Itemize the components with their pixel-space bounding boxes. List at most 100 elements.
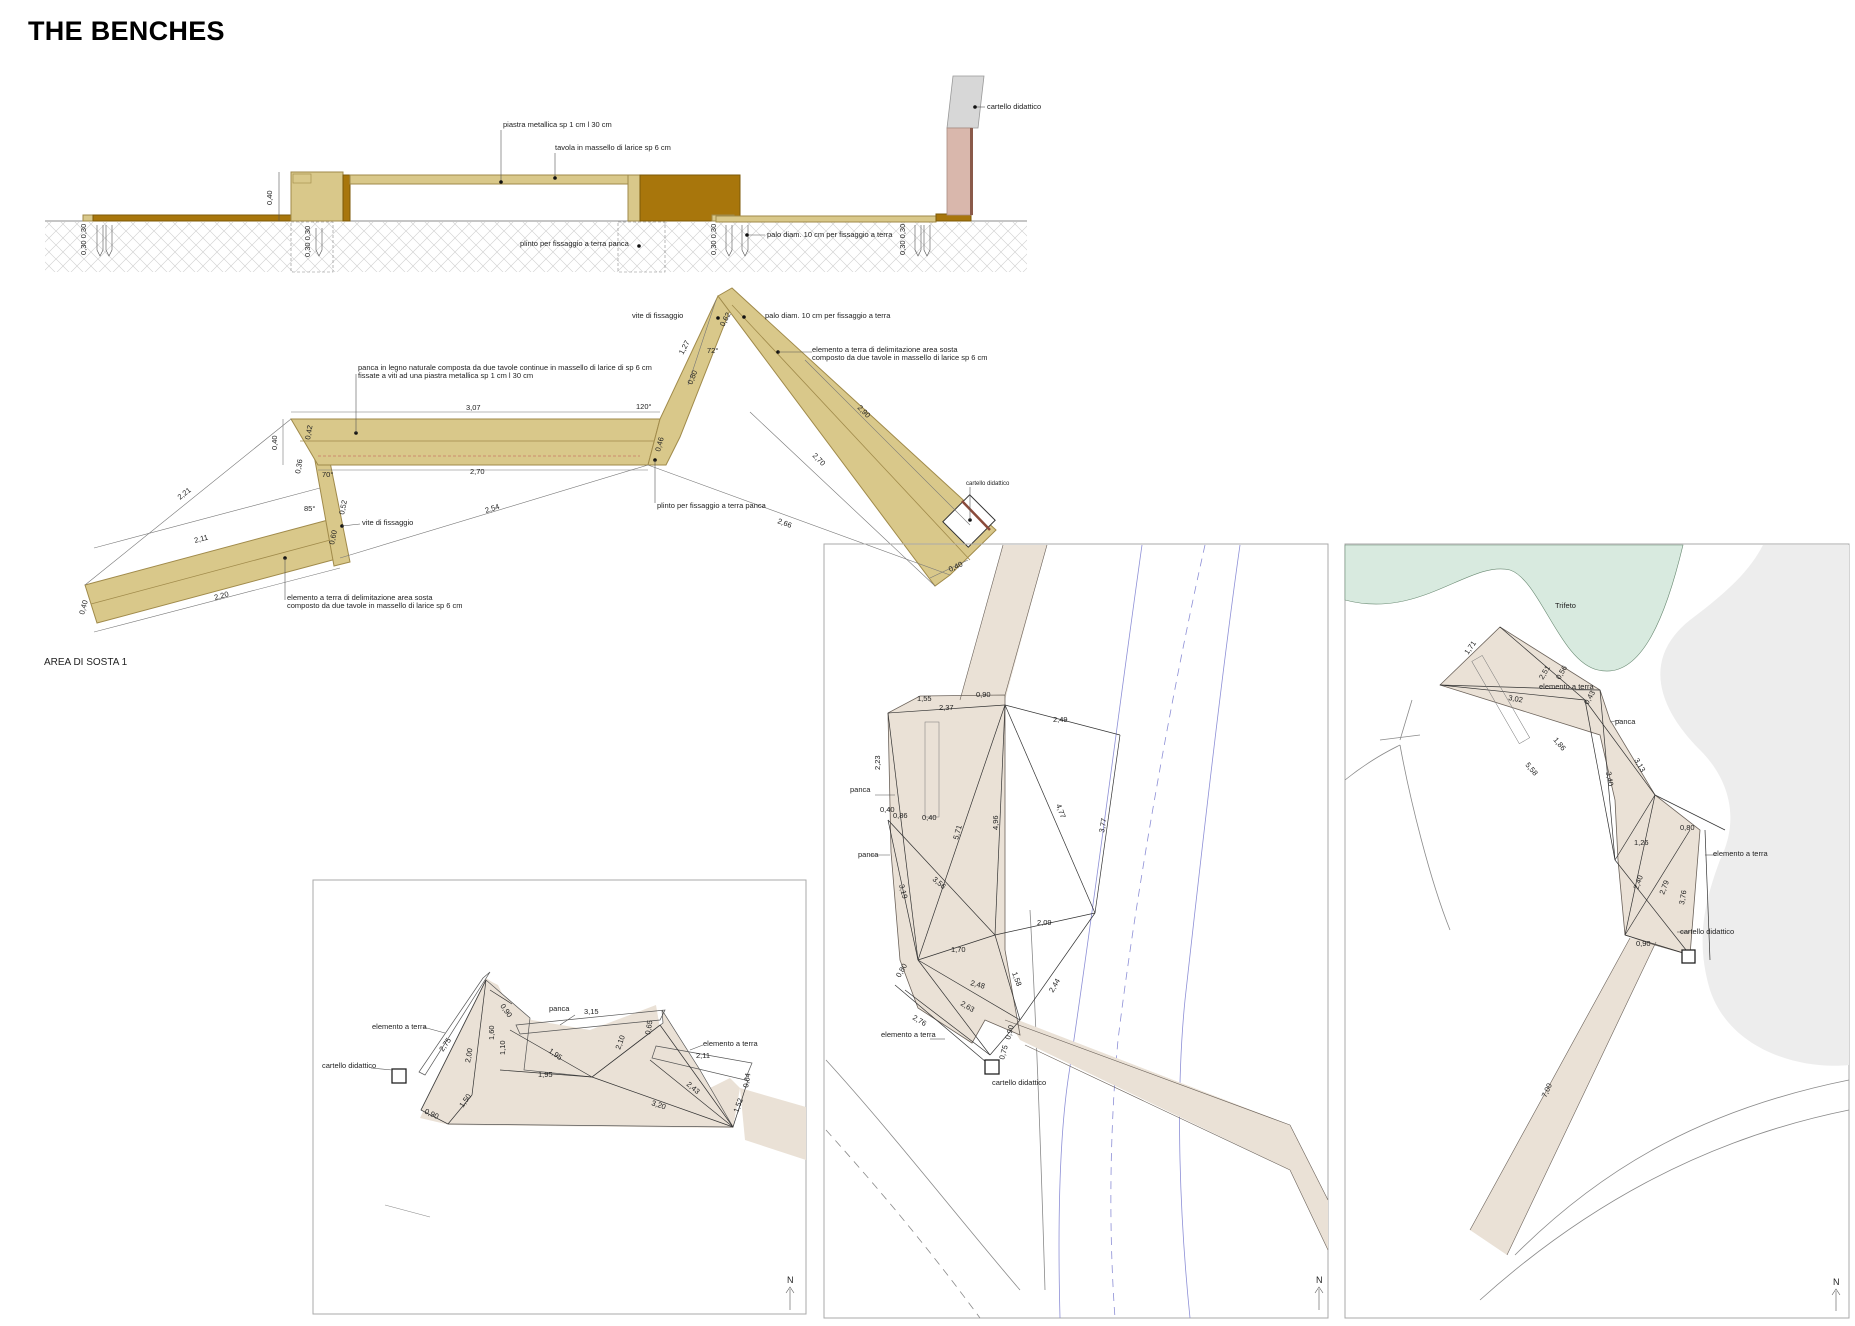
label-plinto: plinto per fissaggio a terra panca: [520, 239, 630, 248]
map2-cartello-box: [984, 1059, 1000, 1075]
dim-052: 0,52: [337, 499, 349, 515]
site-plan-1: elemento a terra panca elemento a terra …: [312, 879, 807, 1315]
dim-042: 0,42: [303, 424, 314, 440]
dim-040b: 0,40: [77, 599, 89, 615]
map3-label-elemento-1: elemento a terra: [1539, 682, 1594, 691]
map2-frame: [823, 543, 1329, 1319]
label-piastra: piastra metallica sp 1 cm l 30 cm: [503, 120, 612, 129]
dim-254: 2,54: [484, 502, 501, 515]
map3-dim-d: 3,02: [1508, 693, 1524, 704]
map3-north-label: N: [1833, 1277, 1840, 1287]
map3-dim-o: 0,90: [1636, 939, 1651, 948]
map1-label-elemento-1: elemento a terra: [372, 1022, 427, 1031]
map1-dim-l: 0,64: [741, 1072, 752, 1088]
map1-dim-e: 1,60: [487, 1025, 496, 1040]
dim-depth-4: 0,30 0,30: [898, 224, 907, 255]
map2-dim-g: 0,86: [893, 811, 908, 820]
map3-dim-j: 0,80: [1680, 823, 1695, 832]
map3-dim-n: 3,76: [1677, 889, 1688, 905]
map3-north-arrow-icon: [1831, 1288, 1841, 1311]
map1-label-panca: panca: [549, 1004, 570, 1013]
plan-label-elemento-bot-1: elemento a terra di delimitazione area s…: [287, 593, 433, 602]
map1-label-elemento-2: elemento a terra: [703, 1039, 758, 1048]
map2-dim-o: 2,09: [1037, 918, 1052, 927]
map3-dim-h: 3,40: [1604, 771, 1615, 787]
map2-north-label: N: [1316, 1275, 1323, 1285]
dim-270: 2,70: [470, 467, 485, 476]
map2-dim-b: 0,90: [976, 690, 991, 699]
dim-040a: 0,40: [270, 435, 279, 450]
map2-label-elemento: elemento a terra: [881, 1030, 936, 1039]
page-title: THE BENCHES: [28, 16, 225, 46]
map2-dim-r: 2,48: [969, 978, 985, 990]
dim-211: 2,11: [193, 533, 209, 545]
map3-label-elemento-2: elemento a terra: [1713, 849, 1768, 858]
dim-120deg: 120°: [636, 402, 652, 411]
map1-label-cartello: cartello didattico: [322, 1061, 376, 1070]
dim-127: 1,27: [677, 339, 692, 356]
plan-bench-main: [290, 418, 661, 466]
bench-plan: vite di fissaggio palo diam. 10 cm per f…: [44, 287, 1010, 668]
map2-dim-h: 0,40: [922, 813, 937, 822]
plan-label-elemento-top-2: composto da due tavole in massello di la…: [812, 353, 988, 362]
label-cartello: cartello didattico: [987, 102, 1041, 111]
map3-panca-rect: [1471, 655, 1531, 745]
map2-dim-e: 2,23: [873, 755, 882, 770]
map2-label-cartello: cartello didattico: [992, 1078, 1046, 1087]
map2-dim-a: 1,55: [917, 694, 932, 703]
map1-dim-k: 2,11: [696, 1051, 710, 1060]
ground-element-left: [92, 214, 292, 222]
cartello-post: [946, 127, 973, 216]
section-elevation: 0,40 0,30 0,30 0,30 0,30 0,30 0,30 0,30 …: [45, 75, 1041, 273]
plan-label-elemento-top-1: elemento a terra di delimitazione area s…: [812, 345, 958, 354]
map2-dim-l: 3,77: [1097, 817, 1108, 833]
plan-label-elemento-bot-2: composto da due tavole in massello di la…: [287, 601, 463, 610]
cartello-panel: [946, 75, 985, 129]
map1-dim-f: 1,10: [498, 1040, 507, 1055]
bench-block-left: [290, 171, 344, 222]
map3-label-panca: panca: [1615, 717, 1636, 726]
map1-frame: [312, 879, 807, 1315]
map2-dim-m: 3,19: [897, 883, 909, 899]
plinth-right: [617, 221, 666, 273]
dim-72deg: 72°: [707, 346, 718, 355]
plan-label-cartello: cartello didattico: [966, 481, 1010, 487]
dim-060: 0,60: [327, 529, 339, 545]
map3-label-cartello: cartello didattico: [1680, 927, 1734, 936]
map1-dim-b: 3,15: [584, 1007, 599, 1016]
map2-dim-x: 0,75: [997, 1044, 1009, 1060]
ground-element-left-tip: [82, 214, 94, 222]
plan-label-vite-bottom: vite di fissaggio: [362, 518, 413, 527]
map2-label-panca-1: panca: [850, 785, 871, 794]
map1-dim-o: 3,20: [650, 1098, 667, 1111]
dim-266: 2,66: [776, 516, 793, 529]
dim-depth-1: 0,30 0,30: [79, 224, 88, 255]
map2-dim-c: 2,37: [939, 703, 954, 712]
map2-panca-rect: [924, 721, 940, 818]
map3-label-trifeto: Trifeto: [1555, 601, 1576, 610]
seat-plank: [349, 174, 641, 185]
map3-dim-g: 5,58: [1523, 761, 1539, 778]
label-tavola: tavola in massello di larice sp 6 cm: [555, 143, 671, 152]
dim-221: 2,21: [176, 485, 193, 501]
map1-north-arrow-icon: [785, 1286, 795, 1310]
map3-dim-f: 1,86: [1551, 736, 1567, 753]
dim-270b: 2,70: [811, 451, 828, 468]
dim-036: 0,36: [293, 458, 304, 474]
map2-dim-p: 1,70: [951, 945, 966, 954]
dim-046: 0,46: [653, 436, 665, 452]
dim-307: 3,07: [466, 403, 481, 412]
map1-cartello-box: [391, 1068, 407, 1084]
label-palo: palo diam. 10 cm per fissaggio a terra: [767, 230, 893, 239]
map2-dim-j: 4,96: [991, 815, 1000, 830]
ground-hatch: [45, 222, 1027, 272]
map1-north-label: N: [787, 1275, 794, 1285]
dim-040: 0,40: [265, 190, 274, 205]
plan-label-plinto: plinto per fissaggio a terra panca: [657, 501, 767, 510]
site-plan-3: Trifeto elemento a terra panca elemento …: [1344, 543, 1850, 1319]
map2-dim-f: 0,40: [880, 805, 895, 814]
bench-block-right: [639, 174, 741, 222]
dim-85deg: 85°: [304, 504, 315, 513]
dim-220: 2,20: [213, 589, 229, 601]
